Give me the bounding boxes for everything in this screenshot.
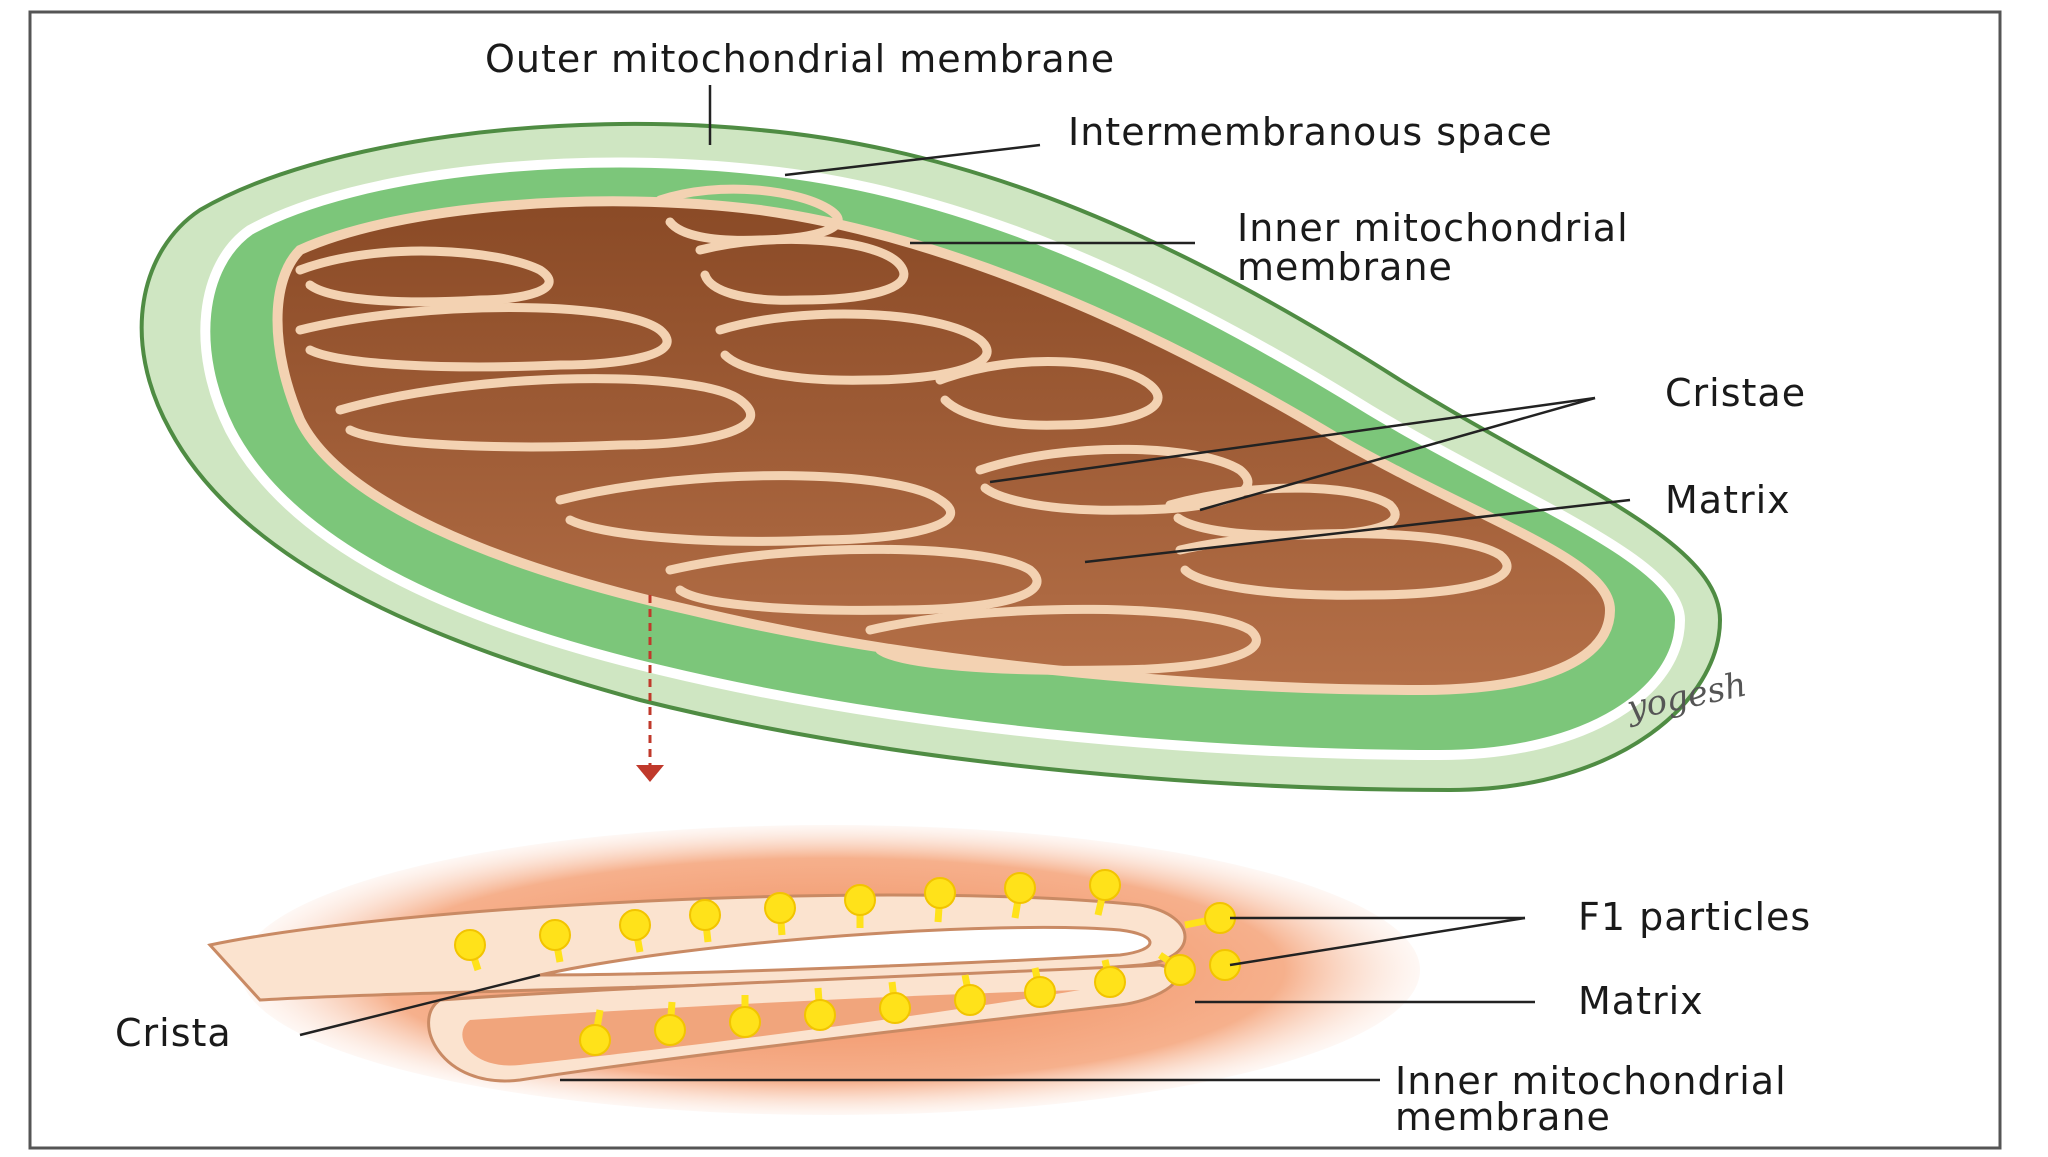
label-f1-particles: F1 particles (1578, 895, 1811, 939)
crista-closeup (210, 825, 1420, 1115)
label-inner-membrane-top-1: Inner mitochondrial (1237, 206, 1629, 250)
label-crista: Crista (115, 1011, 232, 1055)
label-matrix-top: Matrix (1665, 478, 1791, 522)
label-inner-membrane-top-2: membrane (1237, 245, 1453, 289)
label-outer-membrane: Outer mitochondrial membrane (485, 37, 1115, 81)
section-arrow-icon (636, 765, 664, 782)
label-cristae: Cristae (1665, 371, 1806, 415)
label-inner-membrane-bottom-2: membrane (1395, 1095, 1611, 1139)
label-matrix-bottom: Matrix (1578, 979, 1704, 1023)
label-intermembranous-space: Intermembranous space (1068, 110, 1553, 154)
